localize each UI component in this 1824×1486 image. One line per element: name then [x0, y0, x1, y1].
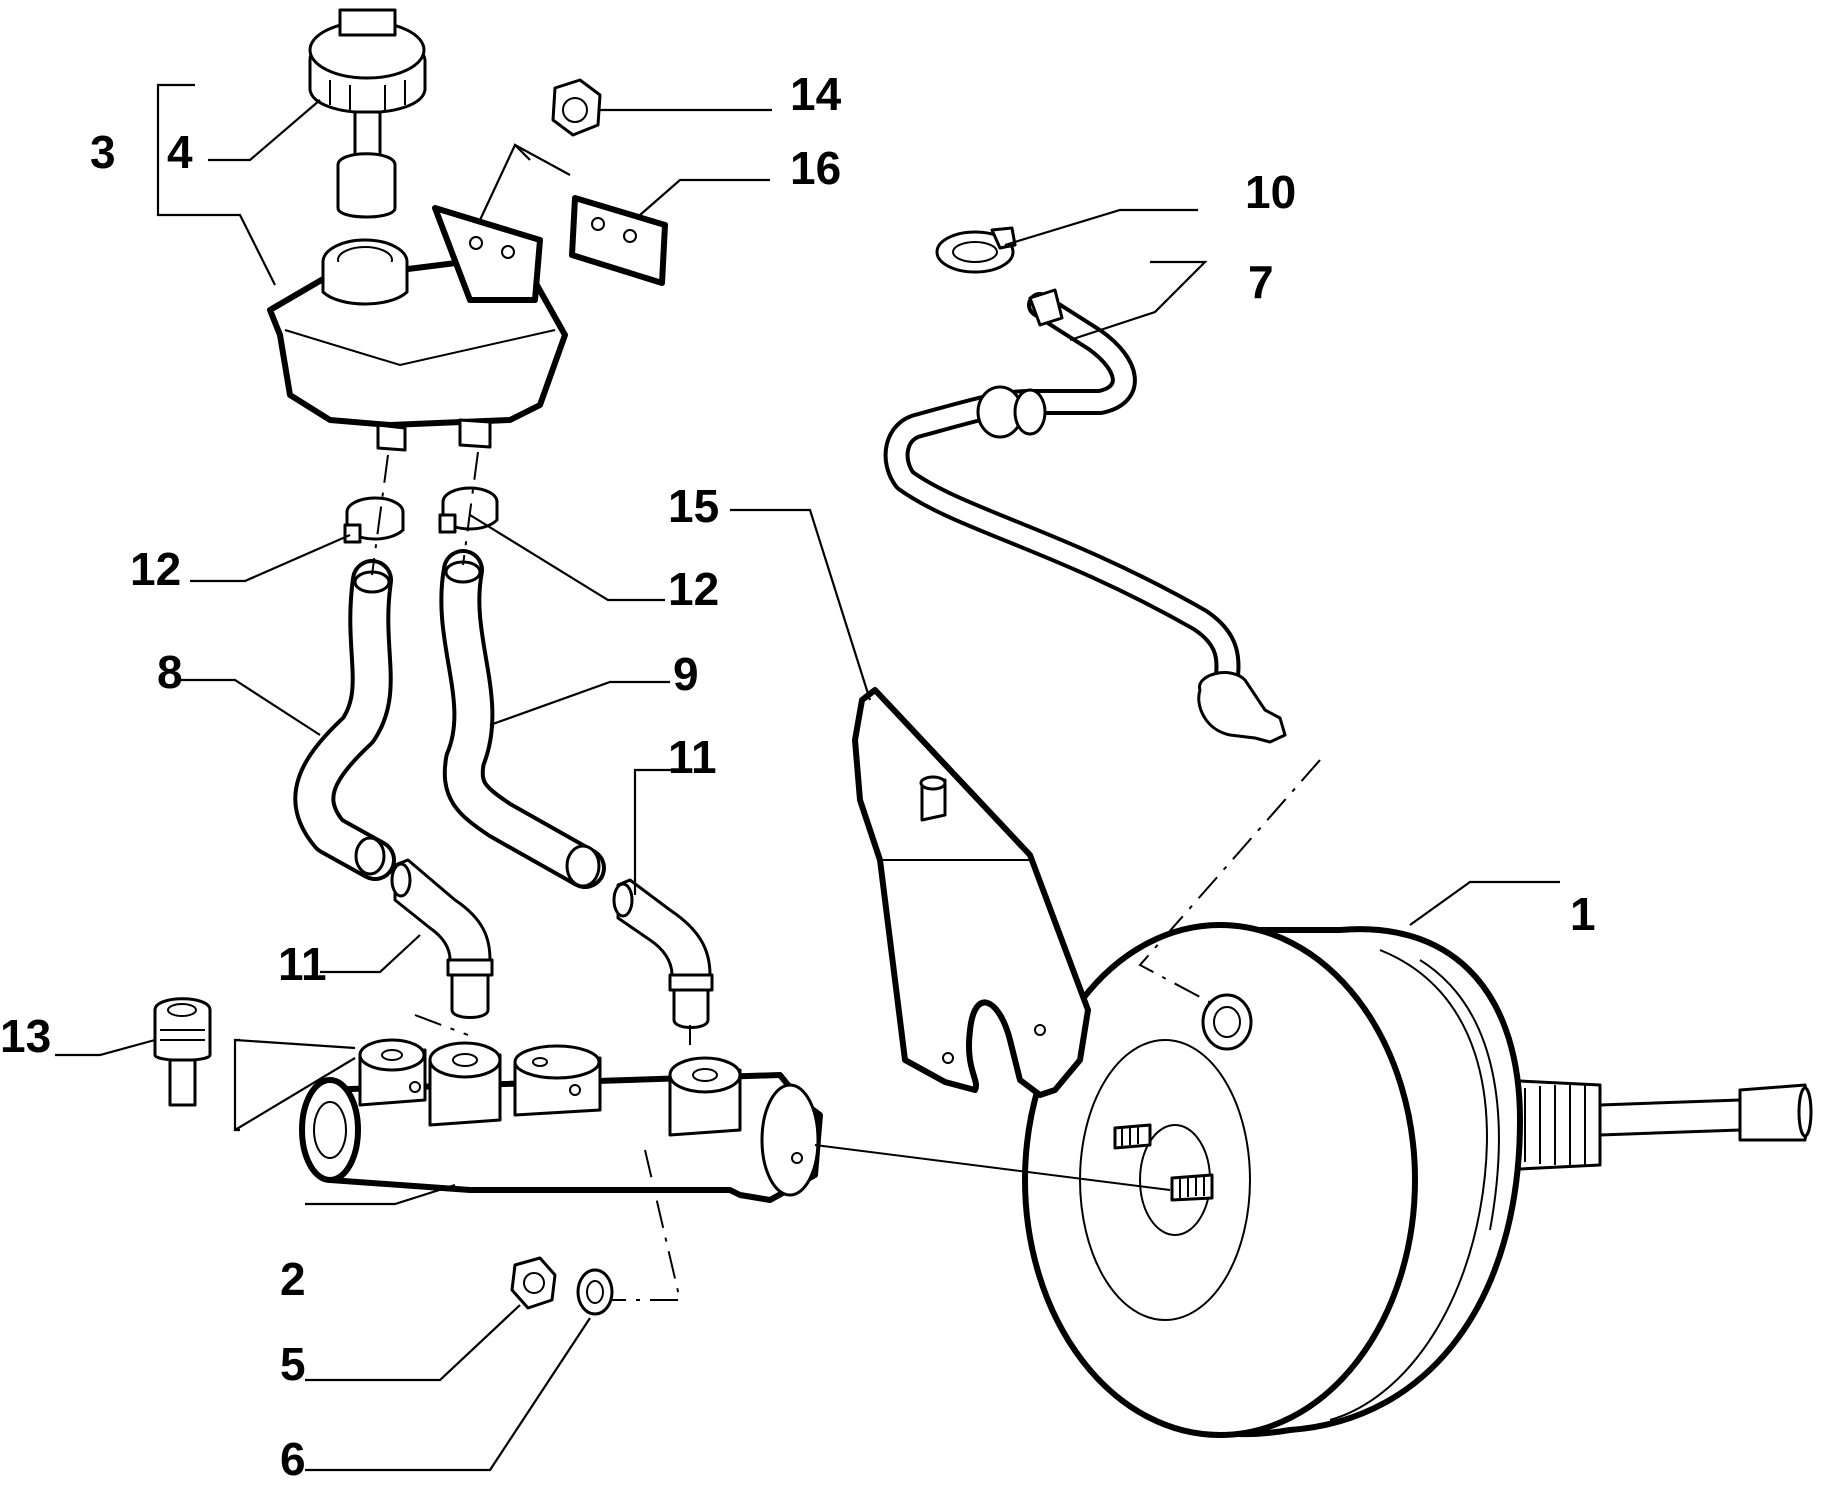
callout-7: 7 [1248, 256, 1274, 308]
master-cylinder-part-2 [299, 1038, 823, 1203]
callout-9: 9 [673, 648, 699, 700]
plug-part-13 [153, 997, 212, 1107]
vacuum-pipe-part-7 [883, 288, 1287, 744]
callout-11-right: 11 [668, 731, 717, 783]
callout-12-right: 12 [668, 563, 719, 615]
hose-clamp-part-12-left [343, 496, 405, 544]
brake-booster-part-1 [1022, 922, 1813, 1438]
fluid-reservoir-part-3 [267, 205, 568, 452]
callout-5: 5 [280, 1338, 306, 1390]
callout-15: 15 [668, 480, 719, 532]
callout-4: 4 [167, 126, 193, 178]
nut-part-14 [551, 78, 602, 137]
gasket-part-16 [569, 195, 668, 286]
reservoir-cap-part-4 [308, 8, 427, 219]
callout-16: 16 [790, 142, 841, 194]
nut-part-5 [510, 1256, 557, 1310]
callout-12-left: 12 [130, 543, 181, 595]
hose-clip-part-10 [935, 226, 1017, 274]
callout-11-left: 11 [278, 938, 327, 990]
callout-6: 6 [280, 1433, 306, 1485]
washer-part-6 [576, 1268, 614, 1316]
callout-labels: 1 2 3 4 5 6 7 8 9 10 11 11 12 12 13 14 1… [0, 68, 1596, 1485]
callout-2: 2 [280, 1253, 306, 1305]
hose-part-8 [293, 559, 396, 881]
elbow-fitting-part-11-right [612, 878, 714, 1029]
callout-3: 3 [90, 126, 116, 178]
callout-13: 13 [0, 1010, 51, 1062]
callout-8: 8 [157, 646, 183, 698]
assembly-lines [371, 143, 1321, 1301]
callout-1: 1 [1570, 888, 1596, 940]
mounting-bracket-part-15 [852, 687, 1091, 1098]
leader-lines [55, 83, 1560, 1472]
hose-part-9 [439, 549, 606, 889]
elbow-fitting-part-11-left [390, 858, 494, 1019]
callout-14: 14 [790, 68, 842, 120]
callout-10: 10 [1245, 166, 1296, 218]
